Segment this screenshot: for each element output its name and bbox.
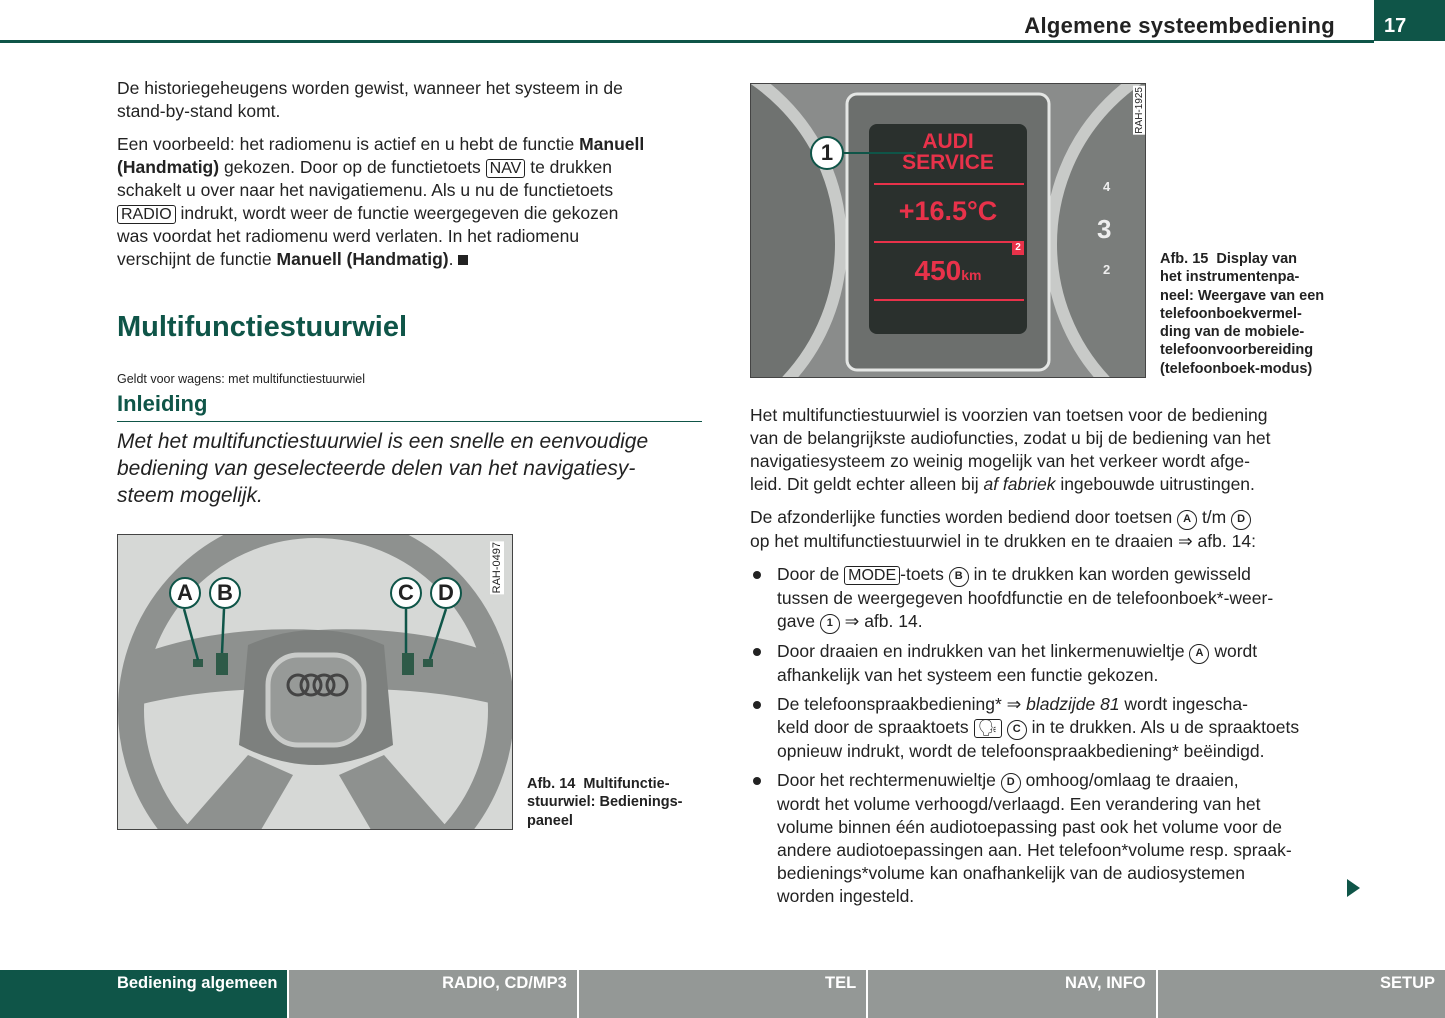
figure-steering-wheel: A B C D RAH-0497 (117, 534, 513, 830)
display-distance: 450km (869, 255, 1027, 287)
text: indrukt, wordt weer de functie weergegev… (117, 203, 619, 269)
text (1002, 717, 1007, 737)
callout-b: B (209, 577, 241, 609)
text: De historiegeheugens worden gewist, wann… (117, 78, 623, 121)
figure-code: RAH-0497 (490, 541, 504, 595)
text: te drukken schakelt u over naar het navi… (117, 157, 614, 200)
distance-value: 450 (914, 255, 962, 286)
gauge-number-3: 3 (1097, 214, 1112, 244)
bullet-item: De telefoonspraakbediening* ⇒ bladzijde … (750, 693, 1340, 763)
bullet-item: Door de MODE-toets B in te drukken kan w… (750, 563, 1340, 634)
figure-code: RAH-1925 (1133, 86, 1145, 135)
steering-wheel-illustration (118, 535, 512, 829)
text: t/m (1197, 507, 1232, 527)
key-label: RADIO (117, 205, 176, 224)
text: Door draaien en indrukken van het linker… (777, 641, 1190, 661)
gauge-number-4: 4 (1103, 179, 1111, 194)
text: Het multifunctiestuurwiel is voorzien va… (750, 405, 1271, 494)
key-label: 🗣 (973, 719, 1002, 738)
display-line2: SERVICE (902, 151, 994, 174)
tab-setup[interactable]: SETUP (1157, 970, 1445, 1018)
text: op het multifunctiestuurwiel in te drukk… (750, 531, 1256, 551)
instrument-cluster-illustration (751, 84, 1145, 377)
text: ingebouwde uitrustingen. (1055, 474, 1255, 494)
tab-nav-info[interactable]: NAV, INFO (868, 970, 1156, 1018)
callout-a: A (169, 577, 201, 609)
key-label: MODE (844, 566, 901, 585)
callout-c: C (390, 577, 422, 609)
paragraph-example: Een voorbeeld: het radiomenu is actief e… (117, 133, 644, 271)
text: in te drukken kan worden gewisseld tusse… (777, 564, 1274, 631)
display-temperature: +16.5°C (898, 196, 998, 226)
paragraph-functions: De afzonderlijke functies worden bediend… (750, 506, 1340, 553)
tab-radio-cd-mp3[interactable]: RADIO, CD/MP3 (289, 970, 577, 1018)
figure14-caption: Afb. 14 Multifunctie- stuurwiel: Bedieni… (527, 776, 683, 829)
italic-ref: af fabriek (983, 474, 1056, 494)
tab-tel[interactable]: TEL (578, 970, 867, 1018)
distance-unit: km (961, 267, 982, 283)
text: wordt ingescha- keld door de spraaktoets (777, 694, 1248, 737)
key-label: NAV (485, 159, 526, 178)
continue-arrow-icon[interactable] (1347, 879, 1360, 897)
circled-label: C (1006, 720, 1027, 740)
bold-term: Manuell (Handmatig) (276, 249, 449, 269)
tab-bediening-algemeen[interactable]: Bediening algemeen (0, 970, 288, 1018)
text: omhoog/omlaag te draaien, wordt het volu… (777, 770, 1292, 906)
page-number: 17 (1374, 0, 1445, 41)
callout-d: D (430, 577, 462, 609)
circled-label: B (948, 567, 969, 587)
text: wordt afhankelijk van het systeem een fu… (777, 641, 1258, 685)
display-badge: 2 (1012, 242, 1024, 255)
applies-to-note: Geldt voor wagens: met multifunctiestuur… (117, 372, 366, 386)
text: in te drukken. Als u de spraaktoets opni… (777, 717, 1300, 761)
text: De afzonderlijke functies worden bediend… (750, 507, 1178, 527)
bullet-item: Door het rechtermenuwieltje D omhoog/oml… (750, 769, 1340, 908)
subsection-rule (117, 421, 702, 422)
section-title: Multifunctiestuurwiel (117, 311, 407, 343)
header-rule (0, 40, 1374, 43)
italic-ref: bladzijde 81 (1026, 694, 1120, 714)
subsection-title: Inleiding (117, 391, 208, 416)
figure-instrument-display: AUDI SERVICE +16.5°C 2 450km 1 4 3 2 RAH… (750, 83, 1146, 378)
bold-term: Manuell (Handmatig) (117, 134, 645, 177)
text: . (448, 249, 459, 269)
intro-text: Met het multifunctiestuurwiel is een sne… (117, 430, 649, 507)
text: -toets (900, 564, 949, 584)
display-line1: AUDI (922, 130, 974, 153)
bullet-item: Door draaien en indrukken van het linker… (750, 640, 1340, 687)
circled-label: A (1189, 644, 1210, 664)
figure15-caption: Afb. 15 Display van het instrumentenpa- … (1160, 251, 1325, 377)
running-header-title: Algemene systeembediening (1024, 13, 1335, 38)
callout-1: 1 (810, 136, 844, 170)
paragraph-overview: Het multifunctiestuurwiel is voorzien va… (750, 404, 1340, 496)
text: Door het rechtermenuwieltje (777, 770, 1001, 790)
circled-label: 1 (819, 614, 840, 634)
text: ⇒ afb. 14. (839, 611, 923, 631)
text: De telefoonspraakbediening* ⇒ (777, 694, 1027, 714)
right-column-text: Het multifunctiestuurwiel is voorzien va… (750, 404, 1340, 914)
footer-nav: Bediening algemeen RADIO, CD/MP3 TEL NAV… (0, 970, 1445, 1018)
circled-label: D (1000, 773, 1021, 793)
text: gekozen. Door op de functietoets (219, 157, 486, 177)
gauge-number-2: 2 (1103, 262, 1111, 277)
circled-label: A (1177, 510, 1198, 530)
end-marker-icon (458, 255, 469, 265)
text: Door de (777, 564, 845, 584)
paragraph-history: De historiegeheugens worden gewist, wann… (117, 77, 623, 123)
display-service-message: AUDI SERVICE (869, 131, 1027, 173)
circled-label: D (1231, 510, 1252, 530)
text: Een voorbeeld: het radiomenu is actief e… (117, 134, 580, 154)
